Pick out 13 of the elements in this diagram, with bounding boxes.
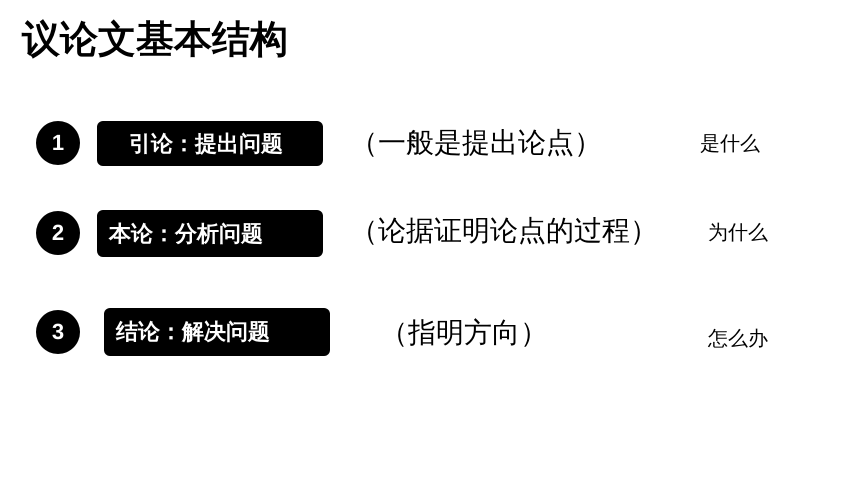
step-box: 引论：提出问题 [97,121,323,166]
number-circle: 3 [36,310,80,354]
number-circle: 2 [36,211,80,255]
step-box: 本论：分析问题 [97,210,323,257]
note-text: （一般是提出论点） [350,129,602,157]
title: 议论文基本结构 [22,16,288,63]
number-circle: 1 [36,121,80,165]
note-text: （论据证明论点的过程） [350,217,658,245]
note-text: （指明方向） [380,319,548,347]
question-text: 怎么办 [708,328,768,348]
question-text: 为什么 [708,222,768,242]
question-text: 是什么 [700,133,760,153]
step-box: 结论：解决问题 [104,308,330,356]
